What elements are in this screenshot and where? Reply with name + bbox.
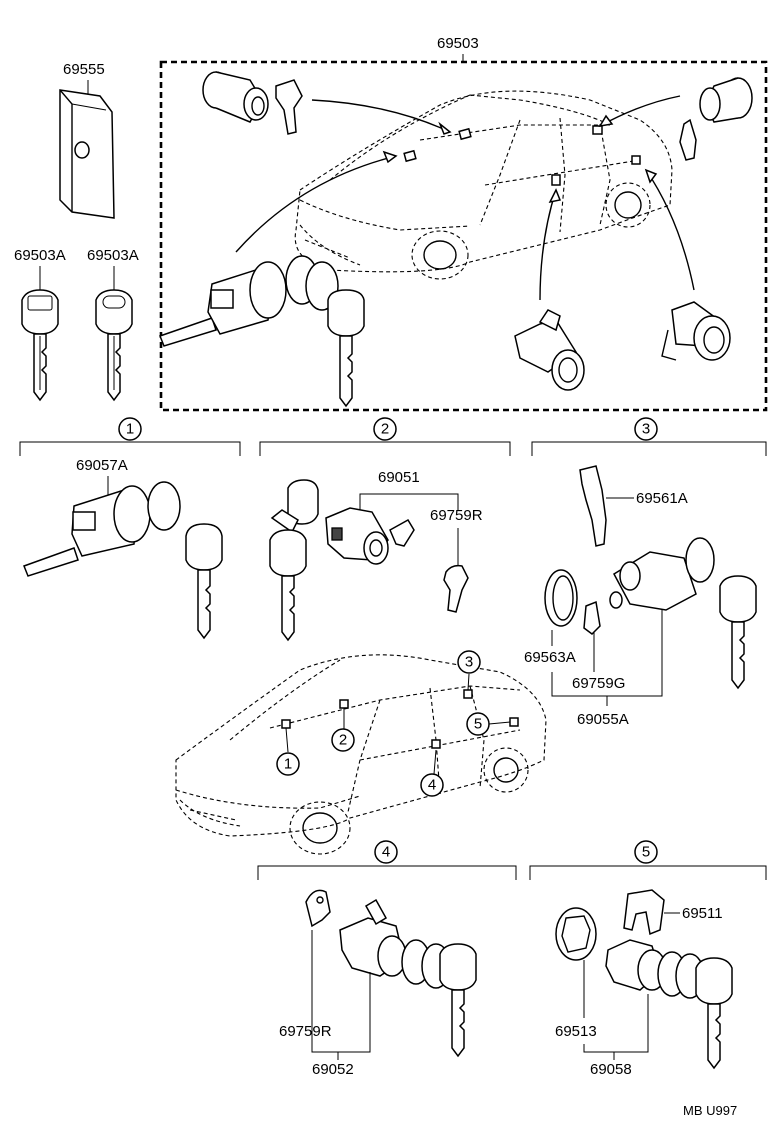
- key-plate-icon: [59, 89, 115, 219]
- set-69503-group: 69503 69555 69503A 69503A: [14, 35, 768, 412]
- door-cylinder-icon-bottom-mid: [514, 309, 585, 391]
- door-cylinder-icon-top-right: [679, 77, 753, 161]
- label-69055a: 69055A: [577, 711, 629, 728]
- callout-5: 5: [642, 844, 650, 861]
- section-3-parts: 69561A 69563A 69759G 69055A: [524, 465, 757, 728]
- section-5-parts: 69511 69513 69058: [555, 889, 733, 1078]
- section-1-parts: 69057A: [23, 457, 223, 640]
- door-cylinder-69052-icon: [339, 898, 477, 1058]
- label-69057a: 69057A: [76, 457, 128, 474]
- label-69052: 69052: [312, 1061, 354, 1078]
- label-69759g: 69759G: [572, 675, 625, 692]
- section-2-parts: 69051 69759R: [269, 469, 483, 642]
- callout-4: 4: [382, 844, 390, 861]
- section-4-parts: 69759R 69052: [279, 889, 477, 1078]
- car-callout-1: 1: [284, 756, 292, 773]
- ignition-cylinder-icon: [159, 255, 365, 408]
- label-69503: 69503: [437, 35, 479, 52]
- door-cylinder-69055a-icon: [609, 537, 757, 690]
- ignition-cylinder-69057a-icon: [23, 481, 223, 640]
- label-69511: 69511: [682, 905, 723, 922]
- car-callout-5: 5: [474, 716, 482, 733]
- callout-3: 3: [642, 421, 650, 438]
- label-69555: 69555: [63, 61, 105, 78]
- lever-69759g-icon: [583, 600, 601, 635]
- footer-code: MB U997: [683, 1103, 737, 1118]
- label-69058: 69058: [590, 1061, 632, 1078]
- label-69561a: 69561A: [636, 490, 688, 507]
- label-69513: 69513: [555, 1023, 597, 1040]
- callout-1: 1: [126, 421, 134, 438]
- label-69503a-left: 69503A: [14, 247, 66, 264]
- label-69759r-s4: 69759R: [279, 1023, 332, 1040]
- section-3-header: 3: [531, 417, 767, 456]
- car-illustration-top: [294, 90, 673, 280]
- section-4-header: 4: [257, 840, 517, 880]
- lever-69759r-icon-s2: [443, 564, 469, 613]
- clip-69561a-icon: [579, 465, 607, 547]
- trunk-cylinder-icon: [661, 301, 731, 361]
- key-left-icon: [21, 289, 59, 402]
- door-cylinder-icon-top-left: [202, 71, 303, 135]
- car-callout-4: 4: [428, 777, 436, 794]
- section-2-header: 2: [259, 417, 511, 456]
- label-69563a: 69563A: [524, 649, 576, 666]
- car-callout-3: 3: [465, 654, 473, 671]
- door-cylinder-69051-icon: [269, 479, 415, 642]
- pointer-arrows: [235, 95, 695, 301]
- label-69503a-right: 69503A: [87, 247, 139, 264]
- label-69051: 69051: [378, 469, 420, 486]
- car-callout-2: 2: [339, 732, 347, 749]
- door-cylinder-69058-icon: [605, 939, 733, 1070]
- lever-69759r-icon-s4: [305, 889, 331, 928]
- section-5-header: 5: [529, 840, 767, 880]
- clip-69511-icon: [623, 889, 665, 936]
- callout-2: 2: [381, 421, 389, 438]
- gasket-69513-icon: [555, 907, 597, 961]
- car-illustration-center: 1 2 3 4 5: [175, 650, 547, 855]
- set-69503-dashed-frame: [159, 60, 768, 412]
- gasket-69563a-icon: [544, 569, 578, 627]
- section-1-header: 1: [19, 417, 241, 456]
- key-right-icon: [95, 289, 133, 402]
- label-69759r-s2: 69759R: [430, 507, 483, 524]
